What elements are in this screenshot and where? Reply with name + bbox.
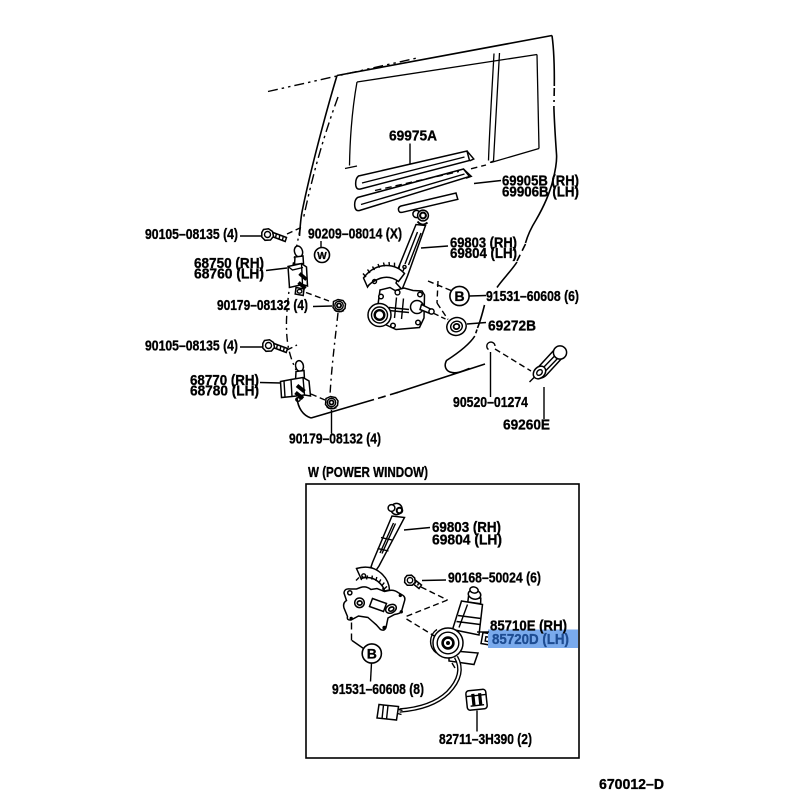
svg-text:85720D (LH): 85720D (LH) — [492, 632, 569, 648]
svg-text:90179–08132 (4): 90179–08132 (4) — [217, 298, 308, 314]
svg-text:69804 (LH): 69804 (LH) — [432, 533, 502, 549]
svg-text:90168–50024 (6): 90168–50024 (6) — [448, 571, 541, 587]
svg-text:B: B — [454, 288, 464, 304]
svg-text:68780 (LH): 68780 (LH) — [190, 384, 259, 400]
svg-text:68750 (RH): 68750 (RH) — [194, 256, 264, 272]
svg-text:90105–08135 (4): 90105–08135 (4) — [145, 227, 238, 243]
svg-text:69804 (LH): 69804 (LH) — [450, 246, 517, 262]
svg-text:69260E: 69260E — [503, 418, 550, 434]
svg-text:69975A: 69975A — [389, 129, 437, 145]
svg-text:670012–D: 670012–D — [599, 777, 664, 793]
svg-text:69906B (LH): 69906B (LH) — [502, 185, 579, 201]
svg-text:85710E (RH): 85710E (RH) — [490, 619, 567, 635]
svg-text:90105–08135 (4): 90105–08135 (4) — [145, 339, 238, 355]
svg-text:90520–01274: 90520–01274 — [453, 395, 528, 411]
svg-text:W (POWER WINDOW): W (POWER WINDOW) — [308, 465, 428, 481]
svg-text:90209–08014 (X): 90209–08014 (X) — [308, 227, 402, 243]
svg-text:69905B (RH): 69905B (RH) — [502, 174, 579, 190]
svg-text:90179–08132 (4): 90179–08132 (4) — [289, 432, 381, 448]
svg-text:82711–3H390 (2): 82711–3H390 (2) — [439, 732, 532, 748]
svg-text:69272B: 69272B — [488, 319, 536, 335]
svg-text:91531–60608 (6): 91531–60608 (6) — [486, 289, 579, 305]
svg-text:68760 (LH): 68760 (LH) — [194, 267, 264, 283]
svg-text:W: W — [317, 251, 327, 262]
svg-text:68770 (RH): 68770 (RH) — [190, 373, 259, 389]
svg-text:69803 (RH): 69803 (RH) — [432, 520, 501, 536]
svg-text:69803 (RH): 69803 (RH) — [450, 236, 517, 252]
svg-text:B: B — [367, 646, 377, 662]
svg-text:91531–60608 (8): 91531–60608 (8) — [332, 682, 424, 698]
